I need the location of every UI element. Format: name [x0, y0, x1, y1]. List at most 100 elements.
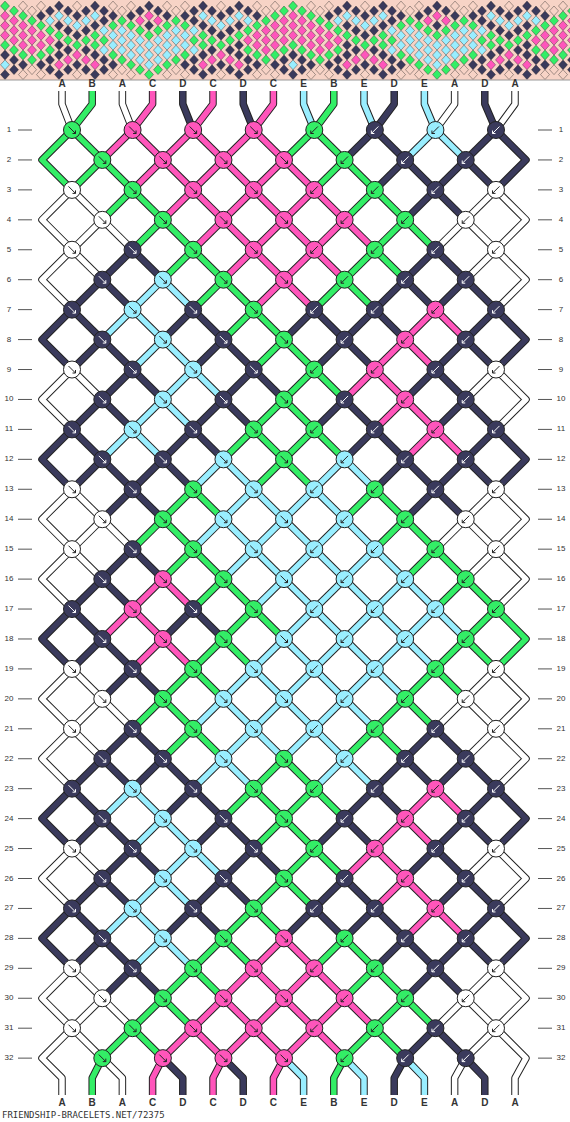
knot-arrow — [129, 1025, 136, 1032]
knot-arrow — [462, 456, 469, 463]
knot — [397, 271, 414, 288]
preview-cell — [505, 40, 514, 50]
preview-cell — [406, 6, 415, 16]
thread-outline — [496, 429, 526, 489]
preview-cell — [163, 11, 172, 21]
preview-cell — [289, 40, 298, 50]
knot-arrow — [432, 905, 439, 912]
preview-cell — [496, 6, 505, 16]
preview-cell — [271, 50, 280, 60]
knot-arrow — [311, 845, 318, 852]
knot — [366, 122, 383, 139]
knot-arrow — [250, 905, 257, 912]
preview-cell — [199, 1, 208, 11]
preview-cell — [541, 1, 550, 11]
row-rule — [538, 549, 552, 550]
preview-cell — [523, 1, 532, 11]
preview-cell — [181, 40, 190, 50]
preview-cell — [91, 50, 100, 60]
preview-cell — [433, 70, 442, 80]
knot — [124, 181, 141, 198]
preview-cell — [181, 60, 190, 70]
preview-cell — [370, 35, 379, 45]
knot-arrow — [402, 456, 409, 463]
knot — [336, 930, 353, 947]
preview-cell — [235, 1, 244, 11]
row-rule — [538, 189, 552, 190]
thread-outline — [42, 250, 72, 310]
knot-arrow — [250, 426, 257, 433]
knot-arrow — [190, 785, 197, 792]
knot-arrow — [341, 995, 348, 1002]
preview-cell — [262, 45, 271, 55]
preview-cell — [217, 31, 226, 41]
thread — [42, 130, 72, 190]
knot — [366, 780, 383, 797]
knot — [366, 361, 383, 378]
knot-arrow — [371, 546, 378, 553]
knot-arrow — [69, 785, 76, 792]
knot — [245, 660, 262, 677]
knot-arrow — [220, 276, 227, 283]
knot — [185, 1020, 202, 1037]
preview-cell — [550, 55, 559, 65]
preview-cell — [460, 45, 469, 55]
preview-cell — [37, 40, 46, 50]
knot-arrow — [190, 665, 197, 672]
thread-outline — [496, 130, 526, 190]
preview-cell — [226, 65, 235, 75]
preview-cell — [568, 26, 570, 36]
thread — [42, 968, 72, 1028]
knot — [94, 211, 111, 228]
thread — [496, 250, 526, 310]
knot — [427, 780, 444, 797]
preview-cell — [352, 35, 361, 45]
knot-arrow — [69, 186, 76, 193]
knot — [185, 421, 202, 438]
preview-cell — [199, 50, 208, 60]
knot — [215, 810, 232, 827]
knot-arrow — [462, 276, 469, 283]
preview-cell — [397, 70, 406, 80]
preview-cell — [172, 35, 181, 45]
knot — [64, 421, 81, 438]
preview-cell — [325, 50, 334, 60]
row-rule — [18, 130, 32, 131]
preview-cell — [208, 65, 217, 75]
knot — [154, 750, 171, 767]
preview-cell — [55, 1, 64, 11]
knot-arrow — [129, 965, 136, 972]
preview-cell — [19, 50, 28, 60]
thread-outline — [42, 789, 72, 849]
knot-arrow — [99, 755, 106, 762]
preview-cell — [442, 35, 451, 45]
preview-cell — [478, 26, 487, 36]
row-rule — [538, 668, 552, 669]
thread — [42, 190, 72, 250]
knot — [397, 750, 414, 767]
knot — [64, 780, 81, 797]
preview-cell — [370, 45, 379, 55]
preview-cell — [235, 50, 244, 60]
knot-arrow — [159, 456, 166, 463]
knot — [215, 211, 232, 228]
preview-cell — [10, 26, 19, 36]
preview-cell — [37, 60, 46, 70]
preview-cell — [316, 45, 325, 55]
preview-cell — [28, 65, 37, 75]
row-rule — [538, 638, 552, 639]
knot-arrow — [190, 606, 197, 613]
knot — [397, 990, 414, 1007]
preview-cell — [136, 65, 145, 75]
knot — [215, 990, 232, 1007]
preview-cell — [433, 11, 442, 21]
knot — [64, 301, 81, 318]
thread-outline — [42, 190, 72, 250]
knot — [427, 900, 444, 917]
knot-arrow — [281, 336, 288, 343]
preview-cell — [568, 65, 570, 75]
knot-arrow — [250, 127, 257, 134]
knot — [94, 511, 111, 528]
preview-cell — [73, 21, 82, 31]
preview-cell — [379, 40, 388, 50]
